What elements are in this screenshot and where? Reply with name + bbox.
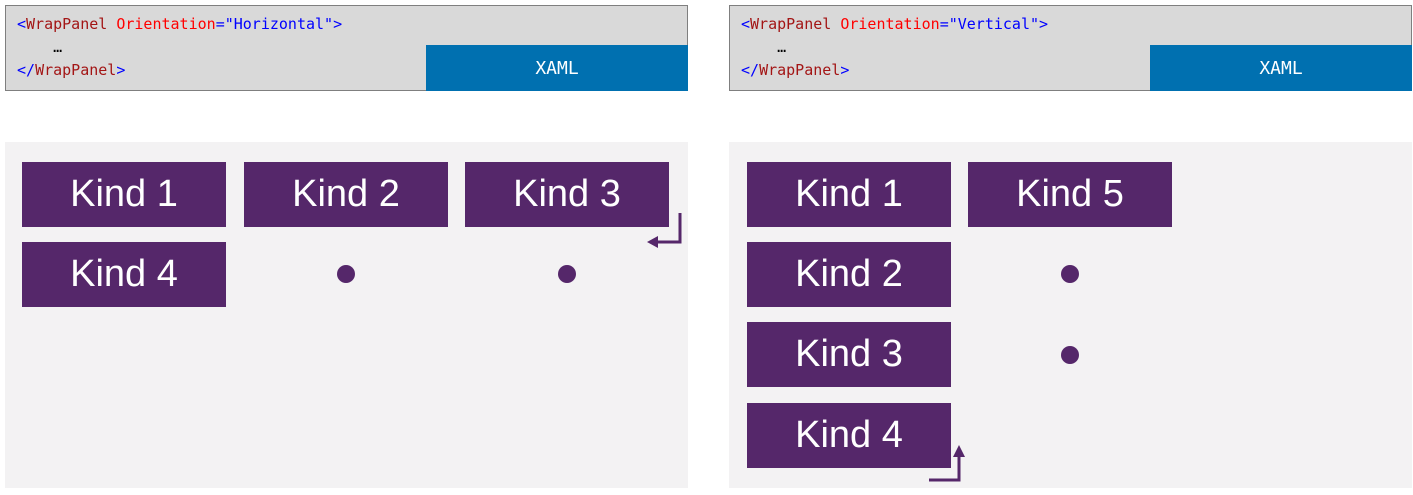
continuation-dot [558, 265, 576, 283]
kind-box-3: Kind 3 [747, 322, 951, 387]
xaml-badge: XAML [426, 45, 688, 91]
kind-box-2: Kind 2 [747, 242, 951, 307]
code-snippet-horizontal: <WrapPanel Orientation="Horizontal"> … <… [5, 5, 688, 91]
code-bracket: < [17, 15, 27, 33]
code-lines: <WrapPanel Orientation="Horizontal"> … <… [17, 13, 342, 82]
code-bracket: < [741, 15, 751, 33]
code-bracket: </ [17, 61, 36, 79]
continuation-dot [1061, 346, 1079, 364]
code-attribute: Orientation [840, 15, 940, 33]
code-lines: <WrapPanel Orientation="Vertical"> … </W… [741, 13, 1048, 82]
code-value: "Horizontal" [224, 15, 334, 33]
code-ellipsis: … [53, 38, 63, 56]
code-value: "Vertical" [948, 15, 1040, 33]
kind-box-2: Kind 2 [244, 162, 448, 227]
wrap-arrow-icon [929, 445, 965, 482]
kind-box-4: Kind 4 [747, 403, 951, 468]
code-bracket: > [116, 61, 126, 79]
code-tag: WrapPanel [759, 61, 841, 79]
wrap-arrow-icon [647, 213, 682, 248]
code-equals: = [939, 15, 949, 33]
continuation-dot [1061, 265, 1079, 283]
kind-box-4: Kind 4 [22, 242, 226, 307]
kind-box-3: Kind 3 [465, 162, 669, 227]
code-snippet-vertical: <WrapPanel Orientation="Vertical"> … </W… [729, 5, 1412, 91]
code-ellipsis: … [777, 38, 787, 56]
code-equals: = [215, 15, 225, 33]
code-attribute: Orientation [116, 15, 216, 33]
code-tag: WrapPanel [26, 15, 108, 33]
code-bracket: </ [741, 61, 760, 79]
wrap-panel-horizontal: Kind 1 Kind 2 Kind 3 Kind 4 [5, 142, 688, 488]
kind-box-1: Kind 1 [747, 162, 951, 227]
kind-box-1: Kind 1 [22, 162, 226, 227]
xaml-badge: XAML [1150, 45, 1412, 91]
code-bracket: > [1039, 15, 1049, 33]
code-bracket: > [840, 61, 850, 79]
wrap-panel-vertical: Kind 1 Kind 2 Kind 3 Kind 4 Kind 5 [729, 142, 1412, 488]
continuation-dot [337, 265, 355, 283]
code-bracket: > [333, 15, 343, 33]
code-tag: WrapPanel [35, 61, 117, 79]
code-tag: WrapPanel [750, 15, 832, 33]
kind-box-5: Kind 5 [968, 162, 1172, 227]
